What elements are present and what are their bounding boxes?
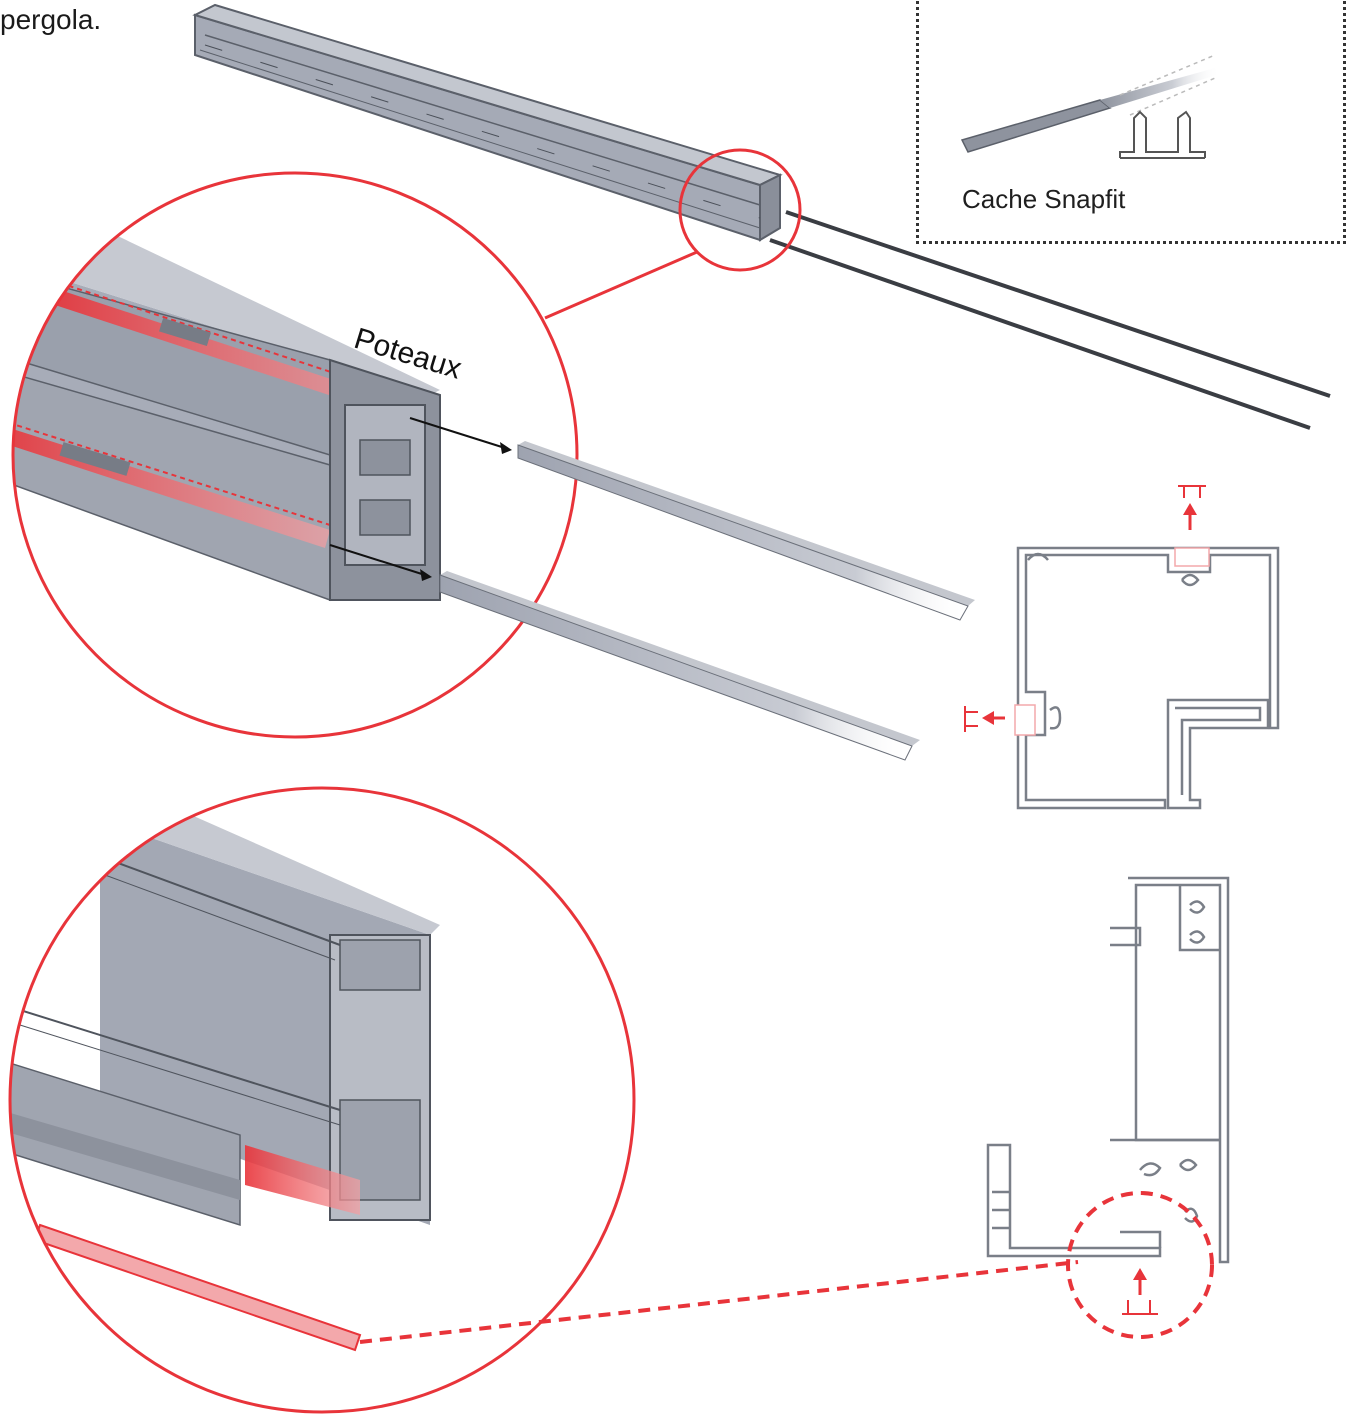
arrow-up-icon: [1174, 485, 1210, 567]
arrow-left-icon: [964, 704, 1036, 736]
zoom-detail-lower: [8, 786, 636, 1414]
top-snapfit-rods: [769, 210, 1331, 430]
legend-box: [916, 0, 1346, 244]
post-cross-section: [1016, 546, 1280, 810]
arrow-up-small-icon: [1122, 1268, 1158, 1315]
top-zoom-marker: [678, 148, 802, 272]
zoom-detail-poteaux: [11, 171, 579, 739]
snapfit-strips: [439, 441, 975, 761]
snapfit-profile-icon: [960, 54, 1220, 159]
intro-text: pergola.: [0, 4, 102, 35]
dashed-connector: [359, 1260, 1079, 1344]
arrow-right-icon: [329, 417, 512, 581]
top-post: [192, 3, 783, 242]
legend-label: Cache Snapfit: [962, 184, 1126, 214]
frame-cross-section: [986, 876, 1230, 1264]
lower-zoom-marker: [1066, 1191, 1214, 1339]
